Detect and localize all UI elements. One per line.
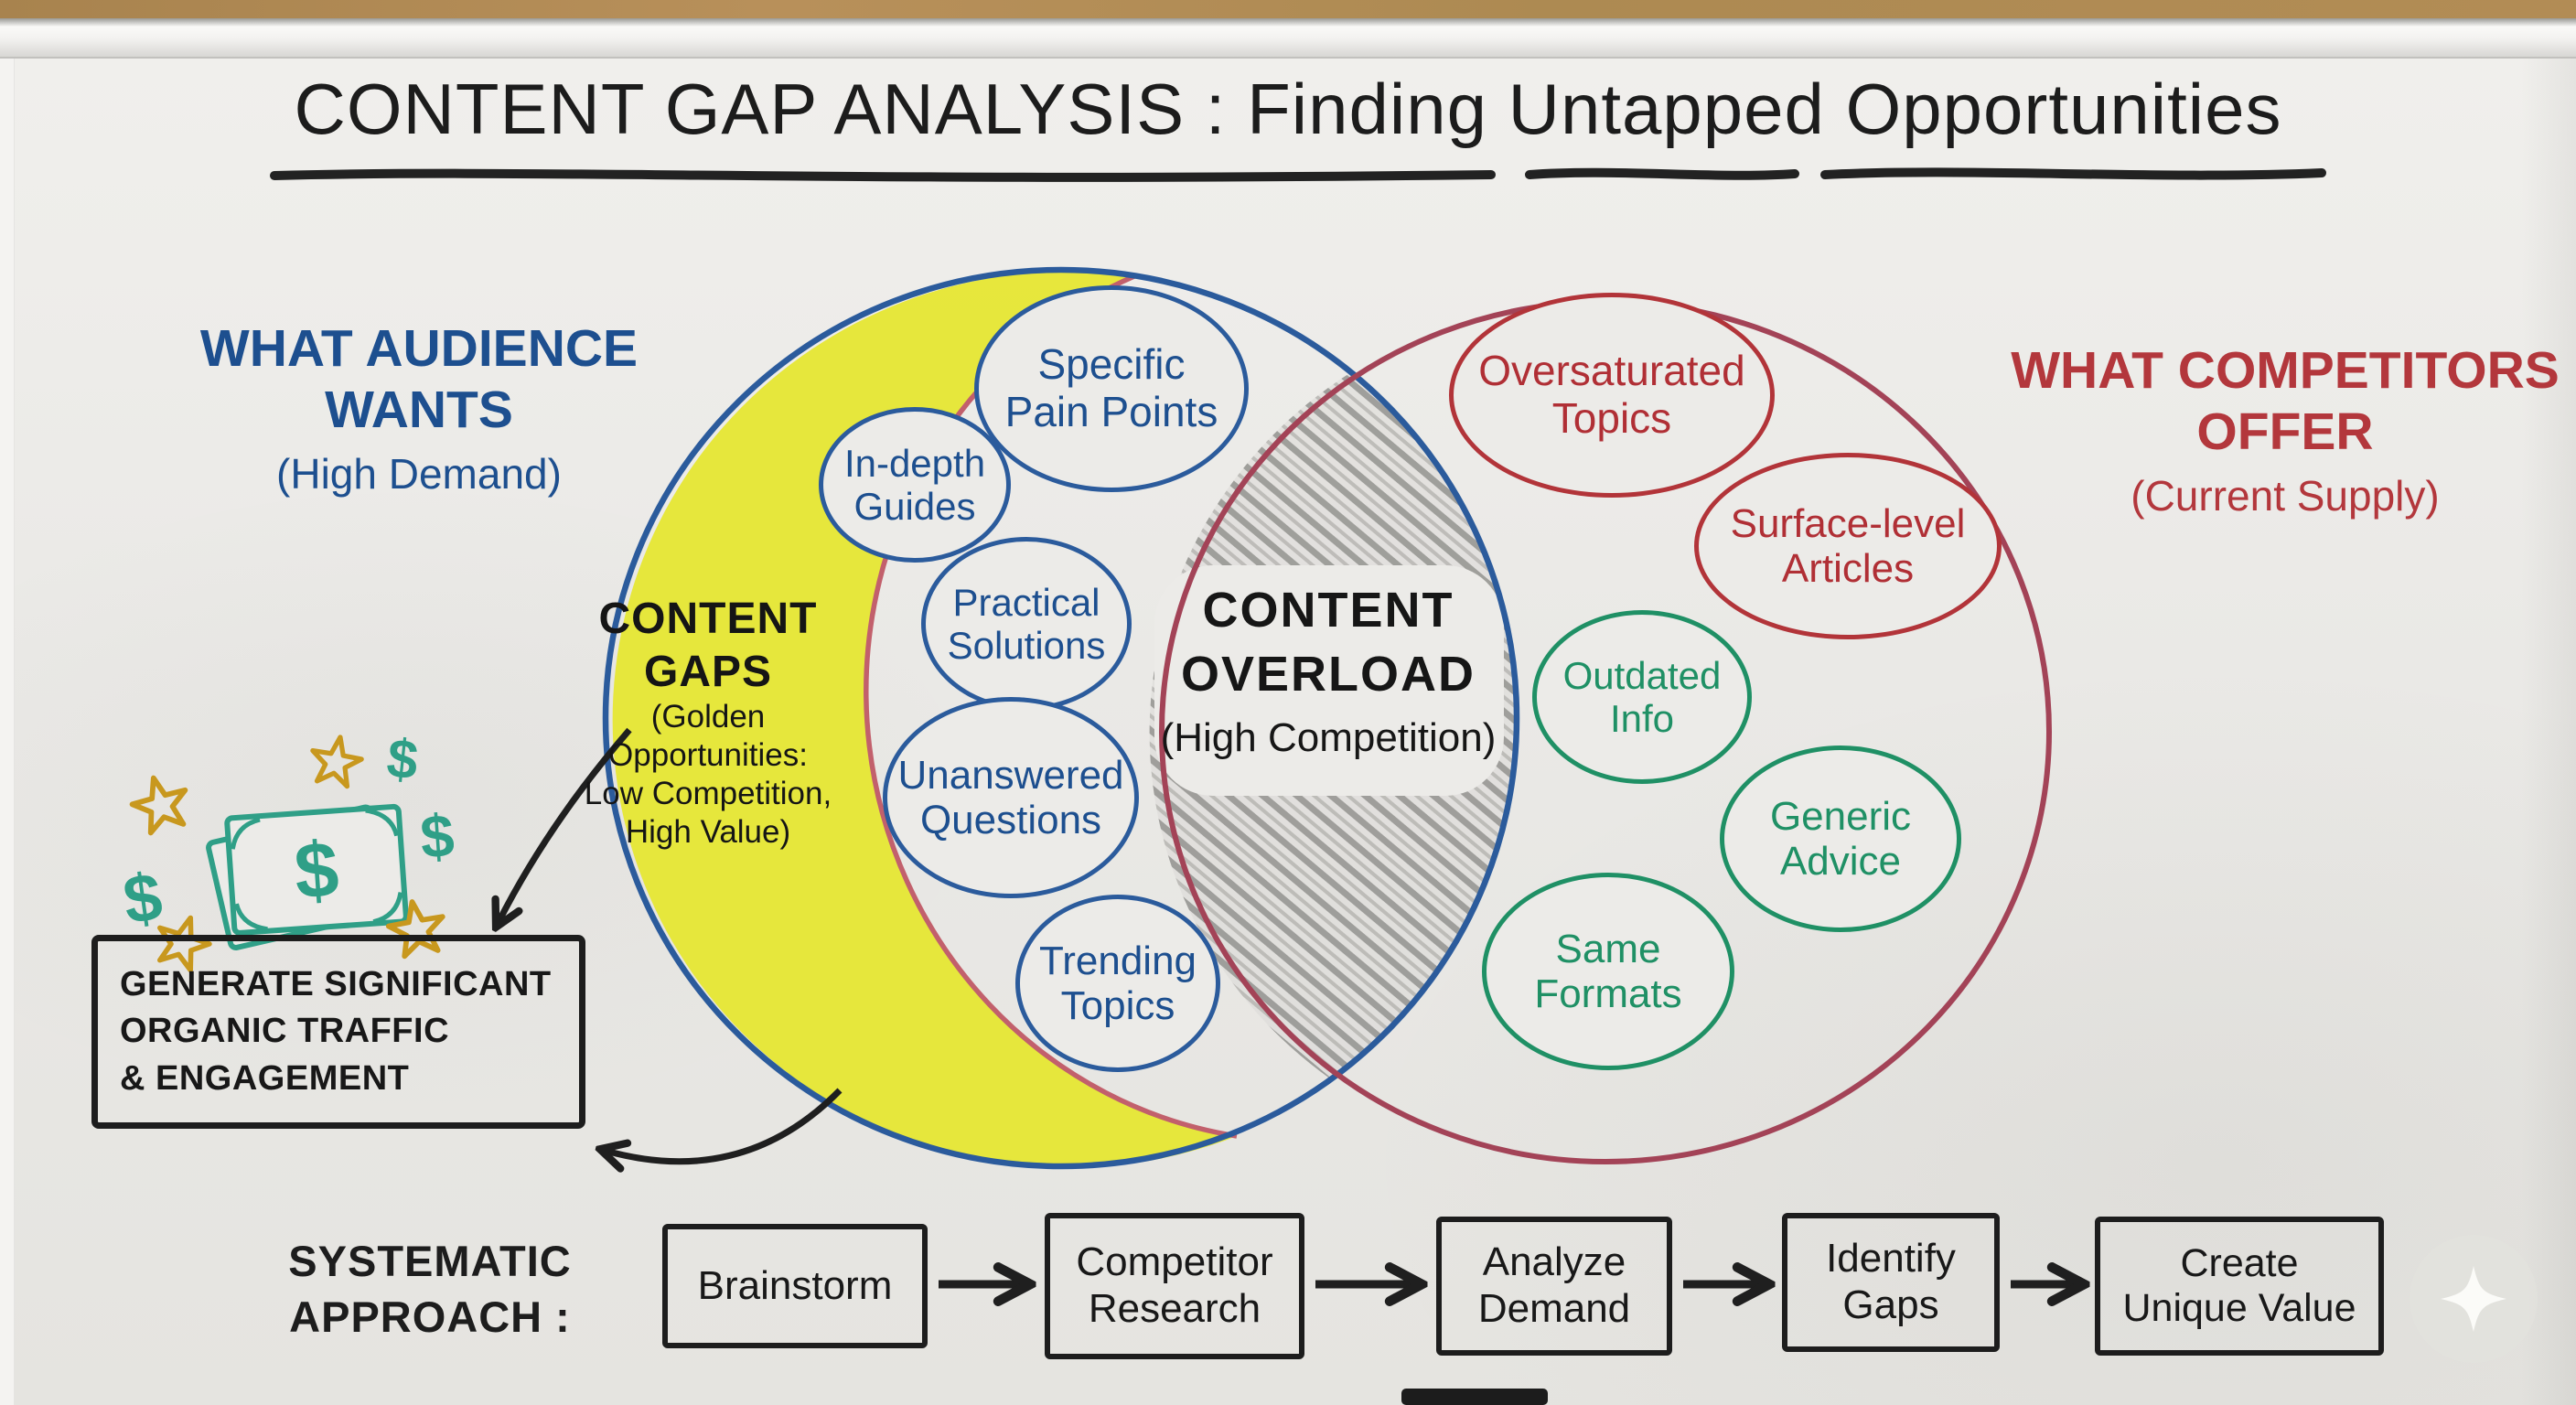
title-underline (270, 168, 1496, 182)
bubble-line: Info (1609, 697, 1675, 740)
content-gaps-line3: (Golden (650, 699, 766, 735)
content-gaps-line5: Low Competition, (584, 776, 832, 812)
content-overload-line1: CONTENT (1202, 583, 1454, 638)
bubble-line: Same (1555, 926, 1661, 971)
bubble-unanswered-questions: Unanswered Questions (883, 697, 1139, 898)
content-gaps-label: CONTENT GAPS (Golden Opportunities: Low … (538, 593, 878, 852)
title-underline (1820, 167, 2326, 180)
outcome-line1: GENERATE SIGNIFICANT (120, 965, 552, 1004)
bubble-line: In-depth (843, 441, 986, 485)
step-box-competitor-research: Competitor Research (1045, 1213, 1304, 1359)
bubble-line: Articles (1781, 546, 1915, 591)
bubble-line: Formats (1534, 971, 1682, 1016)
audience-label-line1: WHAT AUDIENCE (199, 319, 639, 378)
bubble-trending-topics: Trending Topics (1015, 895, 1220, 1072)
content-overload-line3: (High Competition) (1160, 715, 1497, 761)
arrow-gaps-to-money (499, 727, 632, 922)
content-overload-label: CONTENT OVERLOAD (High Competition) (1132, 578, 1525, 765)
bubble-line: Topics (1551, 394, 1672, 442)
step-box-analyze-demand: Analyze Demand (1436, 1217, 1672, 1356)
bubble-line: Outdated (1562, 653, 1722, 697)
star-icon (127, 771, 194, 836)
title-underline (1525, 167, 1799, 180)
bubble-generic-advice: Generic Advice (1720, 745, 1961, 932)
dollar-sign-icon: $ (292, 825, 341, 916)
bubble-surface-level-articles: Surface-level Articles (1694, 453, 2002, 639)
content-gaps-line1: CONTENT (598, 595, 818, 643)
audience-label-line3: (High Demand) (276, 449, 562, 498)
cork-strip (0, 0, 2576, 18)
competitors-label-line2: OFFER (2196, 402, 2374, 462)
whiteboard-top-rail (0, 18, 2576, 59)
bubble-same-formats: Same Formats (1482, 873, 1734, 1070)
bubble-line: Questions (919, 798, 1102, 842)
step-line: Create (2180, 1240, 2299, 1285)
bubble-line: Practical (952, 580, 1100, 624)
bubble-line: Surface-level (1730, 500, 1966, 546)
bubble-practical-solutions: Practical Solutions (921, 537, 1132, 711)
step-line: Unique Value (2122, 1286, 2356, 1330)
dollar-sign-icon: $ (384, 727, 421, 791)
step-line: Competitor (1076, 1239, 1273, 1285)
overlap-clear-patch (1154, 565, 1504, 796)
page-title: CONTENT GAP ANALYSIS : Finding Untapped … (294, 69, 2282, 149)
arrow-crescent-to-outcome (606, 1088, 843, 1162)
outcome-line2: ORGANIC TRAFFIC (120, 1012, 450, 1051)
bubble-line: Oversaturated (1478, 347, 1745, 395)
step-line: Research (1088, 1286, 1261, 1331)
content-gaps-crescent (612, 271, 1237, 1168)
bubble-line: Topics (1060, 983, 1175, 1028)
audience-label: WHAT AUDIENCE WANTS (High Demand) (145, 318, 693, 499)
step-line: Analyze (1482, 1239, 1626, 1285)
bubble-outdated-info: Outdated Info (1532, 610, 1752, 784)
systematic-approach-label: SYSTEMATIC APPROACH : (274, 1233, 585, 1345)
content-overload-line2: OVERLOAD (1180, 647, 1476, 702)
step-line: Demand (1477, 1286, 1631, 1331)
systematic-approach-line1: SYSTEMATIC (288, 1237, 572, 1285)
competitors-label-line3: (Current Supply) (2131, 471, 2440, 520)
star-icon (307, 733, 364, 788)
content-gaps-line4: Opportunities: (608, 737, 808, 774)
step-line: Gaps (1842, 1282, 1939, 1327)
audience-label-line2: WANTS (325, 381, 513, 440)
money-bills-icon: $ (206, 803, 409, 951)
step-line: Brainstorm (697, 1262, 893, 1308)
bubble-line: Advice (1779, 839, 1902, 884)
competitors-label: WHAT COMPETITORS OFFER (Current Supply) (2005, 340, 2565, 520)
step-box-identify-gaps: Identify Gaps (1782, 1213, 2000, 1352)
whiteboard-left-frame (0, 59, 15, 1405)
bubble-oversaturated-topics: Oversaturated Topics (1449, 293, 1775, 498)
content-gaps-line6: High Value) (625, 814, 791, 851)
outcome-line3: & ENGAGEMENT (120, 1058, 410, 1098)
bubble-line: Trending (1038, 938, 1197, 983)
content-gaps-line2: GAPS (643, 647, 773, 696)
venn-audience-circle (602, 266, 1520, 1170)
bubble-line: Solutions (947, 624, 1106, 667)
systematic-approach-line2: APPROACH : (289, 1292, 571, 1342)
bubble-in-depth-guides: In-depth Guides (819, 407, 1011, 563)
bubble-line: Guides (853, 485, 976, 528)
bubble-specific-pain-points: Specific Pain Points (974, 285, 1249, 492)
step-box-create-unique-value: Create Unique Value (2095, 1217, 2384, 1356)
bubble-line: Pain Points (1004, 388, 1218, 435)
step-line: Identify (1826, 1236, 1956, 1282)
outcome-box: GENERATE SIGNIFICANT ORGANIC TRAFFIC & E… (91, 935, 585, 1129)
bubble-line: Unanswered (897, 752, 1124, 798)
bubble-line: Specific (1037, 340, 1186, 389)
competitors-label-line1: WHAT COMPETITORS (2011, 341, 2560, 400)
dollar-sign-icon: $ (418, 801, 456, 871)
bubble-line: Generic (1769, 793, 1912, 839)
tray-marker (1401, 1389, 1548, 1405)
sparkle-icon (2441, 1266, 2506, 1332)
step-box-brainstorm: Brainstorm (662, 1224, 928, 1348)
